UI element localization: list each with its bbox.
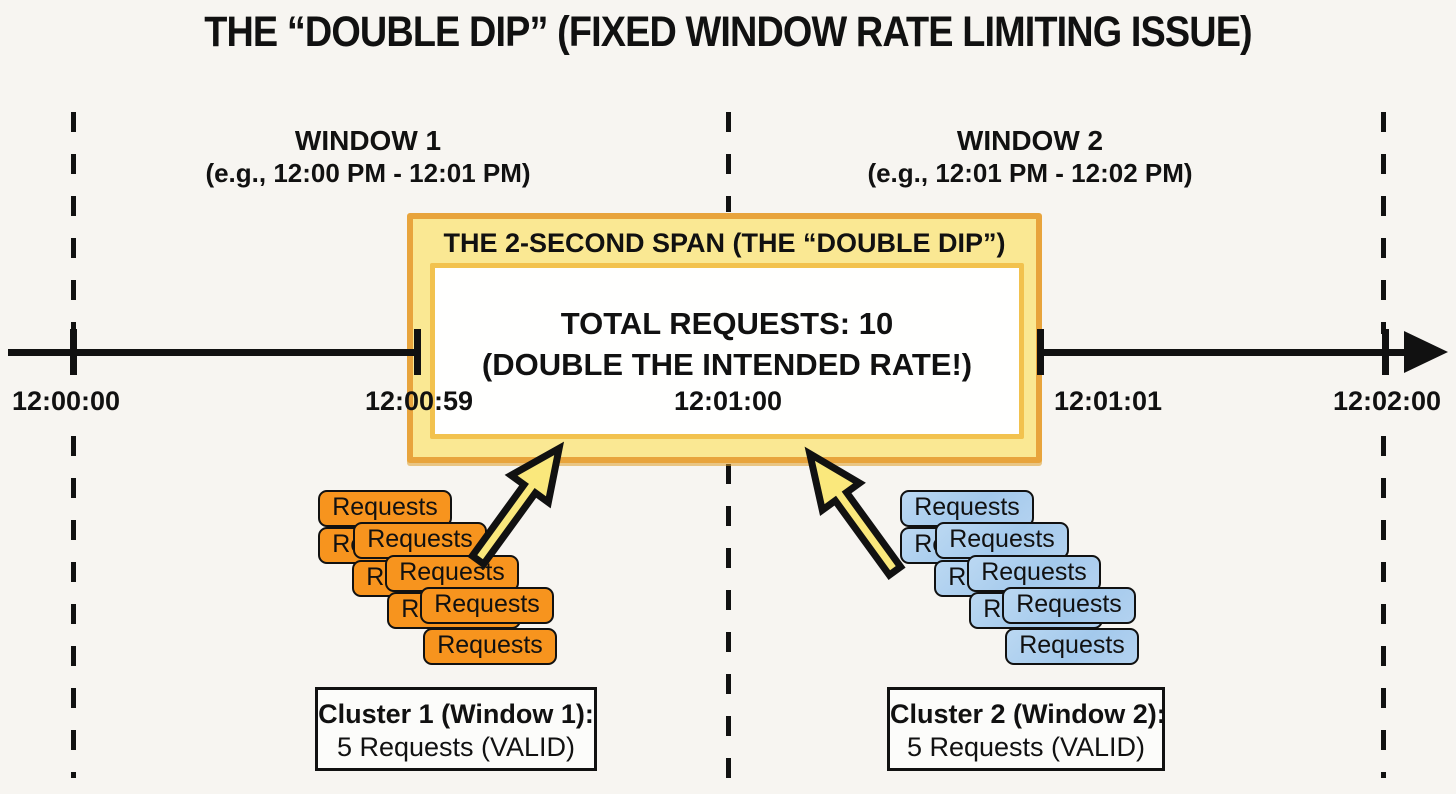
request-card: Requests: [900, 490, 1034, 527]
cluster-2-caption-title: Cluster 2 (Window 2):: [890, 699, 1166, 729]
timeline-line-left-segment: [8, 349, 415, 356]
request-card: Requests: [935, 522, 1069, 559]
timeline-tick-label-12-01-00: 12:01:00: [673, 386, 783, 416]
cluster-2-caption: Cluster 2 (Window 2): 5 Requests (VALID): [887, 687, 1166, 771]
timeline-tick-label-12-02-00: 12:02:00: [1332, 386, 1442, 416]
window-boundary-dashed-line-right-bottom: [1381, 436, 1386, 778]
timeline-tick-12-00-00: [70, 329, 77, 375]
timeline-tick-12-02-00: [1382, 329, 1389, 375]
total-requests-text: TOTAL REQUESTS: 10: [560, 306, 894, 341]
timeline-tick-label-12-00-00: 12:00:00: [11, 386, 121, 416]
request-card: Requests: [353, 522, 487, 559]
request-card: Requests: [420, 587, 554, 624]
cluster-2-caption-value: 5 Requests (VALID): [906, 732, 1146, 762]
window-2-range: (e.g., 12:01 PM - 12:02 PM): [867, 158, 1193, 188]
timeline-tick-12-01-01: [1037, 329, 1044, 375]
total-requests-box: TOTAL REQUESTS: 10 (DOUBLE THE INTENDED …: [430, 263, 1024, 439]
timeline-tick-label-12-00-59: 12:00:59: [364, 386, 474, 416]
double-dip-span-box: THE 2-SECOND SPAN (THE “DOUBLE DIP”) TOT…: [407, 213, 1042, 463]
window-boundary-dashed-line-left-bottom: [71, 436, 76, 778]
double-rate-note: (DOUBLE THE INTENDED RATE!): [481, 347, 973, 382]
window-boundary-dashed-line-middle-bottom: [726, 464, 731, 778]
window-1-name: WINDOW 1: [294, 125, 442, 156]
cluster-1-caption-title: Cluster 1 (Window 1):: [318, 699, 594, 729]
window-2-name: WINDOW 2: [956, 125, 1104, 156]
timeline-tick-label-12-01-01: 12:01:01: [1053, 386, 1163, 416]
timeline-arrowhead-icon: [1404, 331, 1448, 373]
window-boundary-dashed-line-middle-top: [726, 112, 731, 212]
window-2-label: WINDOW 2 (e.g., 12:01 PM - 12:02 PM): [810, 124, 1250, 188]
cluster-1-arrow-icon: [467, 441, 565, 570]
cluster-1-caption-value: 5 Requests (VALID): [336, 732, 576, 762]
window-boundary-dashed-line-right-top: [1381, 112, 1386, 334]
window-1-label: WINDOW 1 (e.g., 12:00 PM - 12:01 PM): [148, 124, 588, 188]
timeline-tick-12-00-59: [414, 329, 421, 375]
cluster-2-arrow-icon: [804, 446, 906, 581]
diagram-title: THE “DOUBLE DIP” (FIXED WINDOW RATE LIMI…: [204, 8, 1252, 56]
window-1-range: (e.g., 12:00 PM - 12:01 PM): [205, 158, 531, 188]
cluster-1-caption: Cluster 1 (Window 1): 5 Requests (VALID): [315, 687, 597, 771]
request-card: Requests: [423, 628, 557, 665]
span-box-header: THE 2-SECOND SPAN (THE “DOUBLE DIP”): [443, 228, 1006, 258]
timeline-line-right-segment: [1038, 349, 1408, 356]
request-card: Requests: [1002, 587, 1136, 624]
request-card: Requests: [1005, 628, 1139, 665]
window-boundary-dashed-line-left-top: [71, 112, 76, 334]
